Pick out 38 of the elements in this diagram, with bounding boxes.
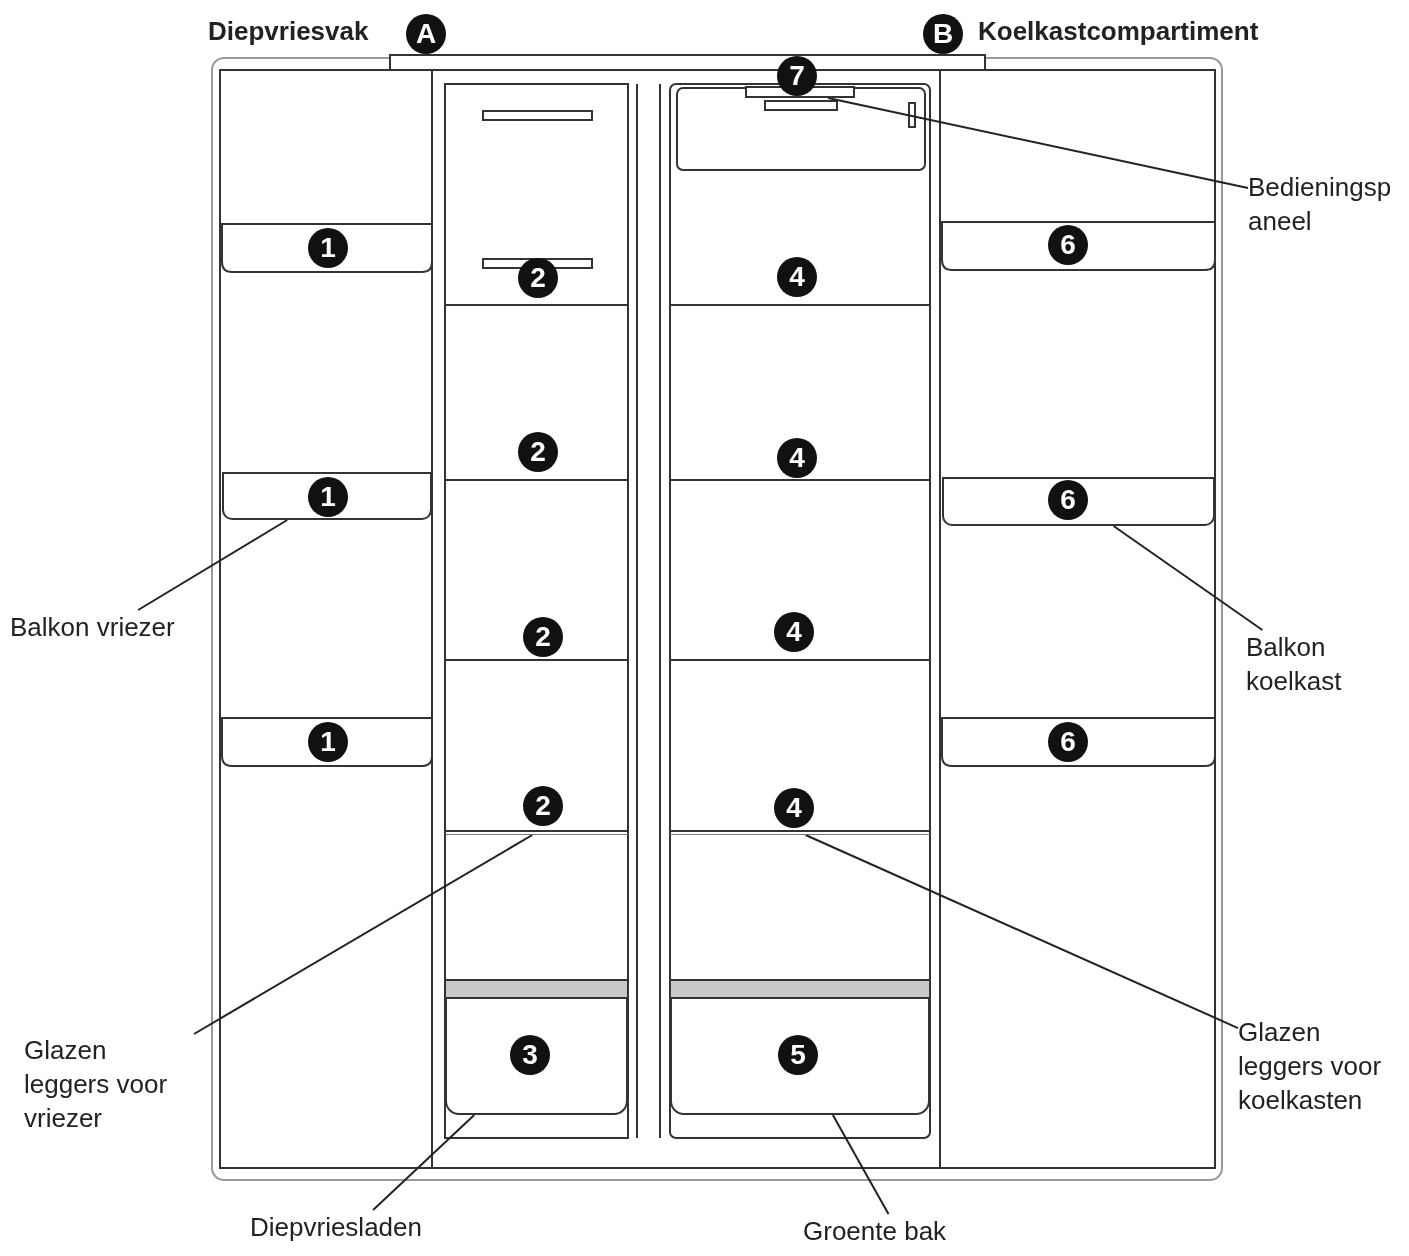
part-label: Balkon koelkast <box>1246 630 1376 698</box>
part-label: Bedieningsp aneel <box>1248 170 1398 238</box>
leader-line <box>193 834 534 1035</box>
part-label: Glazen leggers voor koelkasten <box>1238 1015 1408 1117</box>
callout-number: 4 <box>774 788 814 828</box>
part-label: Balkon vriezer <box>10 610 210 644</box>
callout-number: 4 <box>777 438 817 478</box>
leader-line <box>137 519 289 611</box>
callout-number: 5 <box>778 1035 818 1075</box>
section-heading: Diepvriesvak <box>208 16 369 47</box>
callout-number: 1 <box>308 477 348 517</box>
callout-number: 2 <box>518 432 558 472</box>
section-heading: Koelkastcompartiment <box>978 16 1259 47</box>
callout-number: 4 <box>777 257 817 297</box>
leader-line <box>1112 525 1264 631</box>
door-balcony <box>942 477 1215 526</box>
callout-number: 6 <box>1048 480 1088 520</box>
callout-number: 4 <box>774 612 814 652</box>
part-label: Groente bak <box>803 1214 993 1248</box>
callout-number: 2 <box>523 786 563 826</box>
section-marker: B <box>923 14 963 54</box>
leader-line <box>372 1114 476 1211</box>
part-label: Glazen leggers voor vriezer <box>24 1033 194 1135</box>
callout-number: 1 <box>308 722 348 762</box>
leader-line <box>827 97 1249 189</box>
callout-number: 6 <box>1048 225 1088 265</box>
glass-shelf <box>670 830 930 835</box>
part-label: Diepvriesladen <box>250 1210 460 1244</box>
callout-number: 1 <box>308 228 348 268</box>
callout-number: 3 <box>510 1035 550 1075</box>
leader-line <box>804 834 1239 1030</box>
glass-shelf <box>445 830 628 835</box>
callout-number: 6 <box>1048 722 1088 762</box>
callout-number: 2 <box>523 617 563 657</box>
door-balcony <box>222 472 432 520</box>
section-marker: A <box>406 14 446 54</box>
leader-line <box>831 1114 890 1215</box>
callout-number: 2 <box>518 258 558 298</box>
